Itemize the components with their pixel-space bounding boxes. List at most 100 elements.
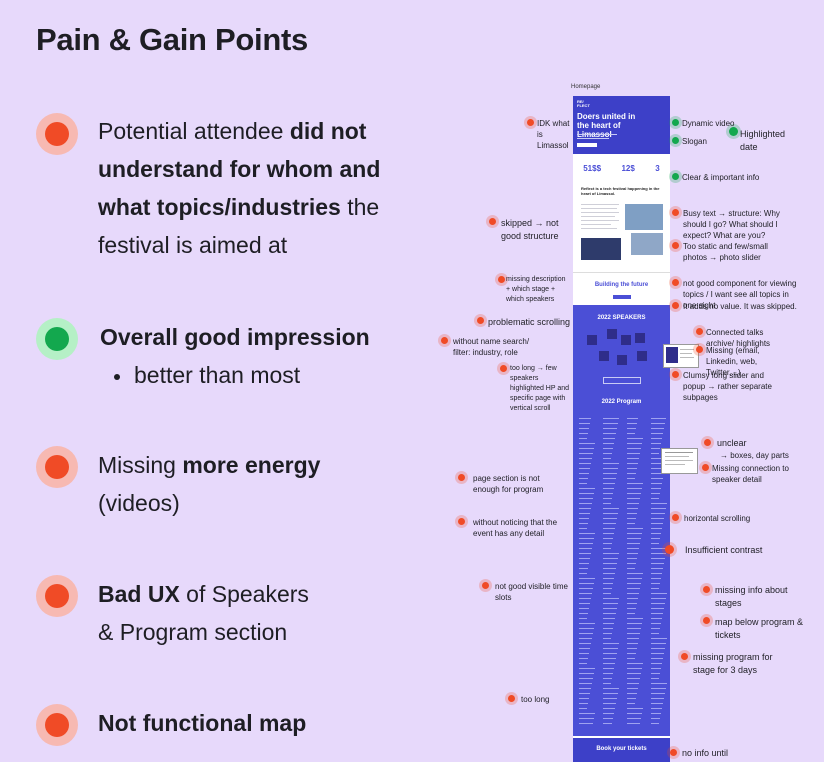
- program-line: [627, 518, 636, 519]
- program-line: [627, 468, 637, 469]
- program-line: [651, 553, 666, 554]
- program-line: [651, 653, 664, 654]
- program-line: [579, 693, 590, 694]
- program-line: [603, 693, 618, 694]
- annotation: Too static and few/small photos → photo …: [683, 242, 768, 262]
- pain-point-map: Not functional map: [36, 704, 306, 746]
- program-line: [651, 518, 664, 519]
- program-line: [579, 568, 588, 569]
- point-text-bold: did not understand for whom and what top…: [98, 118, 381, 220]
- stat-value: 51$$: [583, 163, 602, 173]
- program-line: [651, 453, 659, 454]
- program-line: [651, 548, 667, 549]
- annotation: page section is not enough for program: [473, 474, 544, 494]
- program-line: [603, 418, 619, 419]
- pain-marker-icon: [508, 695, 515, 702]
- program-line: [603, 653, 617, 654]
- program-line: [651, 633, 659, 634]
- annotation: too long → few speakers highlighted HP a…: [510, 365, 570, 412]
- annotation: without name search/ filter: industry, r…: [453, 337, 530, 357]
- program-line: [627, 678, 640, 679]
- program-line: [651, 663, 662, 664]
- program-line: [627, 498, 640, 499]
- program-line: [603, 498, 612, 499]
- pain-marker-icon: [482, 582, 489, 589]
- annotation: Missing (email, Linkedin, web, Twitter,.…: [706, 346, 760, 377]
- program-line: [603, 493, 613, 494]
- program-line: [603, 593, 611, 594]
- program-line: [627, 523, 635, 524]
- red-status-icon: [36, 446, 78, 488]
- program-line: [627, 578, 642, 579]
- program-line: [603, 623, 614, 624]
- program-line: [651, 723, 659, 724]
- program-line: [579, 523, 588, 524]
- program-line: [579, 623, 595, 624]
- program-line: [627, 658, 635, 659]
- program-line: [579, 613, 588, 614]
- program-line: [627, 613, 635, 614]
- program-line: [603, 588, 612, 589]
- program-line: [603, 468, 618, 469]
- annotation: map below program & tickets: [715, 617, 804, 640]
- program-line: [603, 563, 617, 564]
- program-line: [651, 583, 660, 584]
- program-line: [603, 553, 619, 554]
- program-line: [627, 428, 636, 429]
- program-line: [579, 683, 592, 684]
- program-line: [627, 633, 640, 634]
- program-line: [603, 463, 619, 464]
- hero-section: RE/ FLECT Doers united in the heart of L…: [573, 96, 670, 154]
- program-line: [627, 688, 638, 689]
- tickets-section: Book your tickets: [573, 736, 670, 762]
- program-line: [627, 583, 641, 584]
- program-line: [651, 628, 660, 629]
- pain-point-understanding: Potential attendee did not understand fo…: [36, 113, 438, 264]
- program-line: [579, 598, 591, 599]
- program-line: [579, 513, 590, 514]
- program-line: [651, 668, 661, 669]
- program-line: [579, 533, 595, 534]
- program-line: [579, 548, 592, 549]
- program-line: [579, 633, 593, 634]
- program-line: [603, 618, 615, 619]
- program-line: [651, 618, 662, 619]
- annotation: problematic scrolling: [488, 317, 571, 327]
- pain-marker-icon: [670, 749, 677, 756]
- program-line: [603, 578, 614, 579]
- program-line: [603, 428, 617, 429]
- program-line: [627, 708, 643, 709]
- program-line: [603, 713, 614, 714]
- program-line: [651, 648, 665, 649]
- building-title: Building the future: [594, 282, 649, 288]
- annotation: It adds no value. It was skipped.: [683, 302, 797, 311]
- gain-point-impression: Overall good impression better than most: [36, 318, 370, 394]
- program-line: [603, 548, 611, 549]
- pain-marker-icon: [702, 464, 709, 471]
- program-line: [603, 483, 615, 484]
- program-line: [651, 443, 661, 444]
- program-line: [579, 663, 587, 664]
- photo: [625, 204, 663, 230]
- program-line: [651, 708, 662, 709]
- stat-value: 12$: [621, 163, 635, 173]
- pain-marker-icon: [681, 653, 688, 660]
- program-line: [603, 543, 612, 544]
- program-line: [603, 448, 613, 449]
- program-line: [579, 438, 587, 439]
- program-line: [603, 658, 616, 659]
- program-line: [579, 423, 590, 424]
- annotation: Clumsy long slider and popup → rather se…: [683, 371, 772, 402]
- program-line: [603, 608, 617, 609]
- pain-marker-icon: [672, 279, 679, 286]
- program-line: [627, 593, 639, 594]
- homepage-mockup: RE/ FLECT Doers united in the heart of L…: [573, 96, 670, 762]
- logo: RE/ FLECT: [577, 99, 590, 108]
- program-line: [651, 713, 661, 714]
- program-line: [627, 703, 635, 704]
- gain-marker-icon: [672, 173, 679, 180]
- annotation: missing info about stages: [715, 585, 788, 608]
- program-line: [627, 483, 643, 484]
- program-line: [627, 508, 638, 509]
- program-line: [627, 643, 638, 644]
